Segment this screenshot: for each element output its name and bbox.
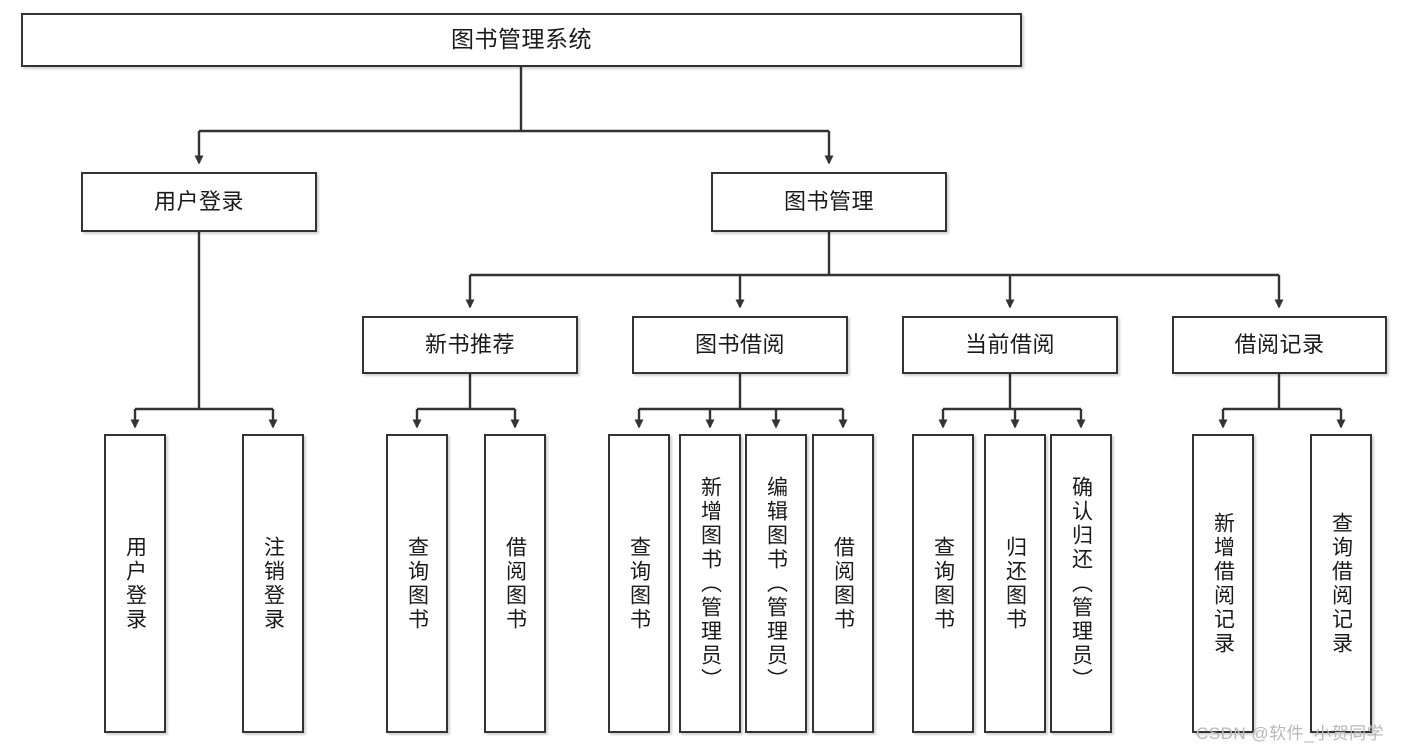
- edges-borrow-record-to-leaves: [1218, 374, 1346, 429]
- node-label: 借阅图书: [831, 535, 855, 632]
- node-label: 注销登录: [261, 535, 285, 632]
- leaf-edit-book-admin[interactable]: 编辑图书（管理员）: [745, 434, 807, 733]
- node-label: 查询图书: [627, 535, 651, 632]
- node-label: 图书借阅: [694, 331, 785, 357]
- node-user-login[interactable]: 用户登录: [81, 172, 317, 232]
- leaf-query-borrow-record[interactable]: 查询借阅记录: [1310, 434, 1372, 733]
- edges-root-to-level2: [194, 67, 834, 165]
- edges-new-book-to-leaves: [412, 374, 520, 429]
- leaf-borrow-book-new[interactable]: 借阅图书: [484, 434, 546, 733]
- node-borrowing-record[interactable]: 借阅记录: [1172, 316, 1387, 374]
- node-new-book-recommendation[interactable]: 新书推荐: [362, 316, 578, 374]
- node-label: 新增图书（管理员）: [698, 475, 722, 692]
- node-label: 用户登录: [123, 535, 147, 632]
- leaf-logout[interactable]: 注销登录: [242, 434, 304, 733]
- leaf-confirm-return-admin[interactable]: 确认归还（管理员）: [1050, 434, 1112, 733]
- edges-user-login-to-leaves: [130, 232, 278, 429]
- node-label: 查询图书: [931, 535, 955, 632]
- node-label: 归还图书: [1003, 535, 1027, 632]
- node-label: 借阅记录: [1234, 331, 1325, 357]
- leaf-user-login[interactable]: 用户登录: [104, 434, 166, 733]
- leaf-borrow-book[interactable]: 借阅图书: [812, 434, 874, 733]
- leaf-add-borrow-record[interactable]: 新增借阅记录: [1192, 434, 1254, 733]
- leaf-add-book-admin[interactable]: 新增图书（管理员）: [679, 434, 741, 733]
- node-label: 借阅图书: [503, 535, 527, 632]
- edges-level2-to-level3: [465, 232, 1284, 309]
- node-label: 确认归还（管理员）: [1069, 475, 1093, 692]
- leaf-return-book[interactable]: 归还图书: [984, 434, 1046, 733]
- leaf-query-book-current[interactable]: 查询图书: [912, 434, 974, 733]
- node-current-borrowing[interactable]: 当前借阅: [902, 316, 1118, 374]
- node-label: 查询图书: [405, 535, 429, 632]
- node-book-borrowing[interactable]: 图书借阅: [632, 316, 848, 374]
- node-label: 用户登录: [153, 188, 244, 214]
- node-label: 新书推荐: [424, 331, 515, 357]
- node-root-system[interactable]: 图书管理系统: [21, 13, 1022, 67]
- node-book-management[interactable]: 图书管理: [711, 172, 947, 232]
- watermark: CSDN @软件_小贺同学: [1196, 724, 1385, 743]
- node-label: 图书管理: [783, 188, 874, 214]
- node-label: 图书管理系统: [451, 26, 592, 53]
- edges-borrow-to-leaves: [634, 374, 848, 429]
- leaf-query-book-borrow[interactable]: 查询图书: [608, 434, 670, 733]
- node-label: 编辑图书（管理员）: [764, 475, 788, 692]
- node-label: 查询借阅记录: [1329, 511, 1353, 656]
- node-label: 当前借阅: [964, 331, 1055, 357]
- leaf-query-book-new[interactable]: 查询图书: [386, 434, 448, 733]
- edges-current-borrow-to-leaves: [938, 374, 1086, 429]
- node-label: 新增借阅记录: [1211, 511, 1235, 656]
